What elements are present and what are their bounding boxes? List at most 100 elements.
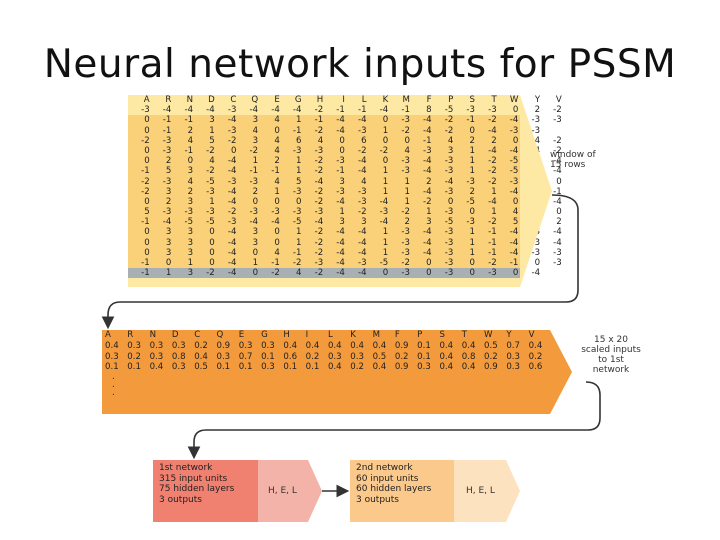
pssm-cell: -1 — [249, 166, 259, 177]
pssm-cell: -3 — [466, 176, 475, 187]
pssm-cell: 4 — [361, 176, 367, 187]
pssm-cell: 0 — [144, 145, 150, 156]
pssm-cell: 0 — [144, 196, 150, 207]
pssm-cell: -4 — [336, 115, 345, 126]
pssm-cell: -4 — [488, 125, 497, 136]
pssm-cell: -1 — [271, 166, 280, 177]
pssm-cell: -3 — [401, 227, 410, 238]
scaled-cell: 0.4 — [461, 362, 476, 373]
pssm-cell: -4 — [162, 105, 172, 116]
pssm-cell: -4 — [423, 186, 432, 197]
pssm-cell: -5 — [444, 217, 454, 228]
pssm-cell: -4 — [423, 166, 432, 177]
pssm-header-cell: V — [555, 95, 562, 105]
scaled-cell: 0.2 — [194, 340, 208, 351]
scaled-cell: 0.4 — [528, 340, 543, 351]
pssm-cell: -3 — [227, 125, 237, 136]
pssm-cell: -3 — [488, 105, 497, 116]
pssm-header-cell: C — [230, 95, 237, 105]
pssm-cell: -3 — [401, 115, 410, 126]
scaled-header-cell: F — [394, 330, 400, 340]
pssm-cell: -3 — [553, 247, 562, 258]
pssm-cell: 0 — [426, 258, 432, 268]
second-network-output-box — [454, 460, 506, 522]
pssm-cell: 0 — [144, 156, 150, 167]
continuation-dot: . — [112, 372, 115, 383]
pssm-cell: -3 — [162, 135, 172, 146]
pssm-cell: -3 — [141, 105, 150, 116]
scaled-header-cell: C — [194, 330, 201, 340]
pssm-cell: 2 — [491, 135, 497, 146]
pssm-cell: -1 — [401, 105, 410, 116]
pssm-cell: -4 — [357, 166, 367, 177]
pssm-cell: -2 — [488, 156, 497, 167]
pssm-header-cell: Q — [251, 95, 259, 105]
scaled-cell: 0.3 — [506, 351, 521, 362]
pssm-header-cell: G — [294, 95, 302, 105]
scaled-cell: 0.4 — [105, 340, 119, 351]
pssm-cell: 0 — [382, 115, 389, 126]
pssm-cell: 3 — [165, 186, 172, 197]
pssm-cell: 5 — [144, 207, 150, 218]
pssm-cell: 1 — [209, 196, 215, 207]
pssm-cell: -4 — [379, 196, 389, 207]
pssm-cell: 1 — [469, 227, 475, 238]
pssm-cell: 0 — [165, 258, 172, 268]
scaled-header-cell: V — [528, 330, 535, 340]
pssm-cell: -4 — [227, 166, 237, 177]
pssm-cell: 1 — [469, 166, 475, 177]
scaled-header-cell: L — [327, 330, 333, 340]
net1-line: 75 hidden layers — [159, 484, 235, 494]
pssm-header-cell: N — [186, 95, 194, 105]
scaled-cell: 0.8 — [461, 351, 476, 362]
pssm-cell: 1 — [296, 237, 302, 248]
pssm-cell: 3 — [187, 247, 194, 258]
pssm-cell: -1 — [184, 115, 194, 126]
pssm-cell: 2 — [426, 176, 432, 187]
pssm-cell: -2 — [379, 145, 389, 156]
pssm-cell: 1 — [491, 207, 497, 218]
pssm-cell: 4 — [252, 125, 259, 136]
scaled-header-cell: S — [439, 330, 445, 340]
pssm-cell: -3 — [206, 186, 215, 197]
pssm-cell: 3 — [339, 217, 345, 228]
pssm-cell: 3 — [209, 115, 215, 126]
pssm-cell: 1 — [382, 247, 389, 258]
pssm-cell: 4 — [447, 135, 454, 146]
pssm-cell: -1 — [184, 145, 194, 156]
pssm-cell: 0 — [382, 156, 389, 167]
pssm-cell: -2 — [553, 145, 562, 156]
pssm-cell: -4 — [227, 156, 237, 167]
pssm-cell: 2 — [404, 217, 410, 228]
continuation-dot: . — [112, 380, 115, 391]
pssm-cell: 2 — [165, 156, 172, 167]
pssm-header-cell: R — [165, 95, 172, 105]
pssm-cell: -3 — [488, 268, 497, 279]
scaled-cell: 0.4 — [194, 351, 208, 362]
pssm-cell: 2 — [187, 125, 194, 136]
pssm-cell: -4 — [509, 237, 519, 248]
pssm-cell: 3 — [165, 237, 172, 248]
scaled-cell: 0.6 — [283, 351, 298, 362]
pssm-cell: 1 — [252, 156, 259, 167]
scaled-cell: 0.4 — [327, 362, 342, 373]
pssm-cell: 1 — [382, 125, 389, 136]
net2-line: 60 hidden layers — [356, 484, 432, 494]
pssm-cell: -3 — [553, 258, 562, 268]
scaled-arrow — [550, 330, 572, 414]
pssm-cell: -4 — [553, 166, 562, 177]
scaled-cell: 0.9 — [394, 362, 409, 373]
pssm-cell: -4 — [271, 217, 280, 228]
pssm-cell: 8 — [426, 105, 432, 116]
scaled-cell: 0.9 — [484, 362, 498, 373]
pssm-cell: 0 — [252, 247, 259, 258]
pssm-cell: -4 — [336, 125, 345, 136]
pssm-cell: -4 — [227, 237, 237, 248]
scaled-cell: 0.1 — [216, 362, 231, 373]
pssm-cell: 0 — [339, 145, 345, 156]
pssm-cell: -5 — [466, 196, 475, 207]
